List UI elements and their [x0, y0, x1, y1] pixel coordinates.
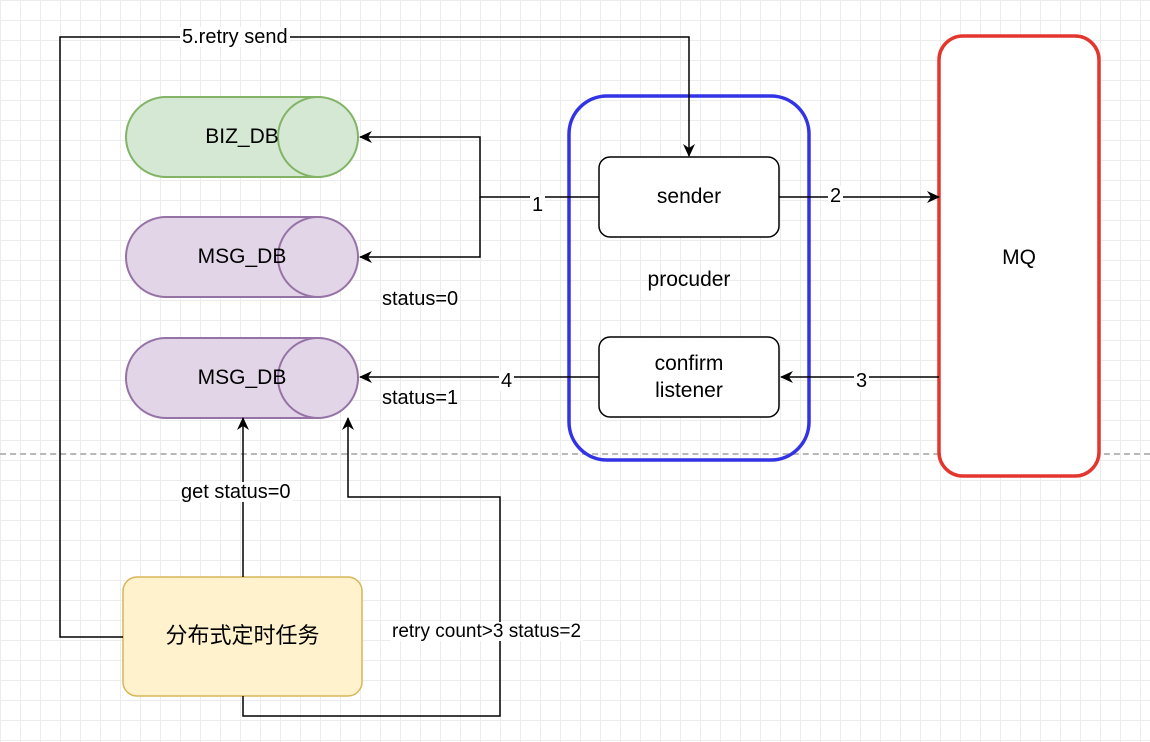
step-3-label: 3 — [854, 370, 870, 392]
status-0-label: status=0 — [382, 288, 459, 310]
mq-label: MQ — [1002, 246, 1036, 270]
step-1-label: 1 — [530, 194, 546, 216]
mq-box[interactable] — [937, 34, 1101, 478]
confirm-listener-label: confirm listener — [654, 351, 724, 402]
biz-db-label: BIZ_DB — [205, 125, 279, 149]
retry-send-label: 5.retry send — [180, 26, 290, 48]
edge-retry-count — [242, 417, 501, 717]
step-4-label: 4 — [499, 370, 515, 392]
edge-1 — [359, 131, 599, 263]
retry-count-label: retry count>3 status=2 — [390, 621, 584, 642]
biz-db-node[interactable] — [125, 96, 359, 178]
msg-db-top-node[interactable] — [125, 216, 359, 298]
step-2-label: 2 — [828, 185, 844, 207]
msg-db-bottom-label: MSG_DB — [197, 366, 287, 390]
msg-db-bottom-node[interactable] — [125, 337, 359, 419]
edge-retry-send — [59, 36, 695, 638]
status-1-label: status=1 — [382, 387, 459, 409]
producer-label: procuder — [647, 268, 731, 292]
dashed-divider — [0, 453, 1150, 455]
scheduler-label: 分布式定时任务 — [165, 623, 320, 649]
get-status-label: get status=0 — [179, 481, 293, 503]
msg-db-top-label: MSG_DB — [197, 245, 287, 269]
sender-label: sender — [656, 185, 722, 209]
